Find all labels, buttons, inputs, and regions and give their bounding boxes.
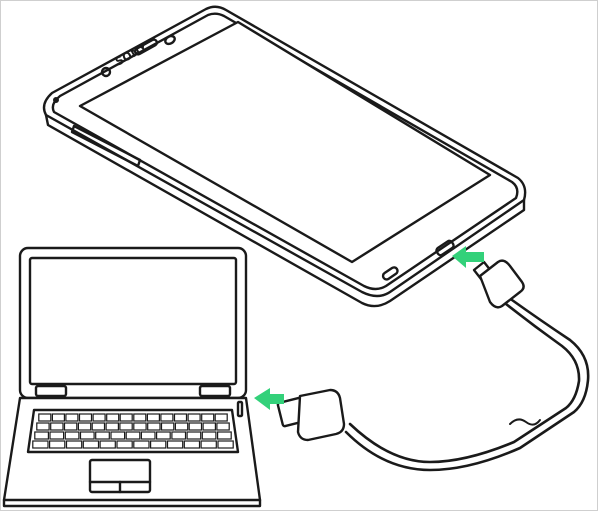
- laptop: [4, 248, 260, 506]
- laptop-lid: [20, 248, 246, 398]
- laptop-base: [4, 398, 260, 500]
- cable-wire-inner: [350, 304, 579, 462]
- cable-wire: [346, 300, 588, 470]
- cable-break: [510, 419, 540, 424]
- usb-cable: [277, 261, 588, 470]
- usb-a-body: [298, 390, 344, 440]
